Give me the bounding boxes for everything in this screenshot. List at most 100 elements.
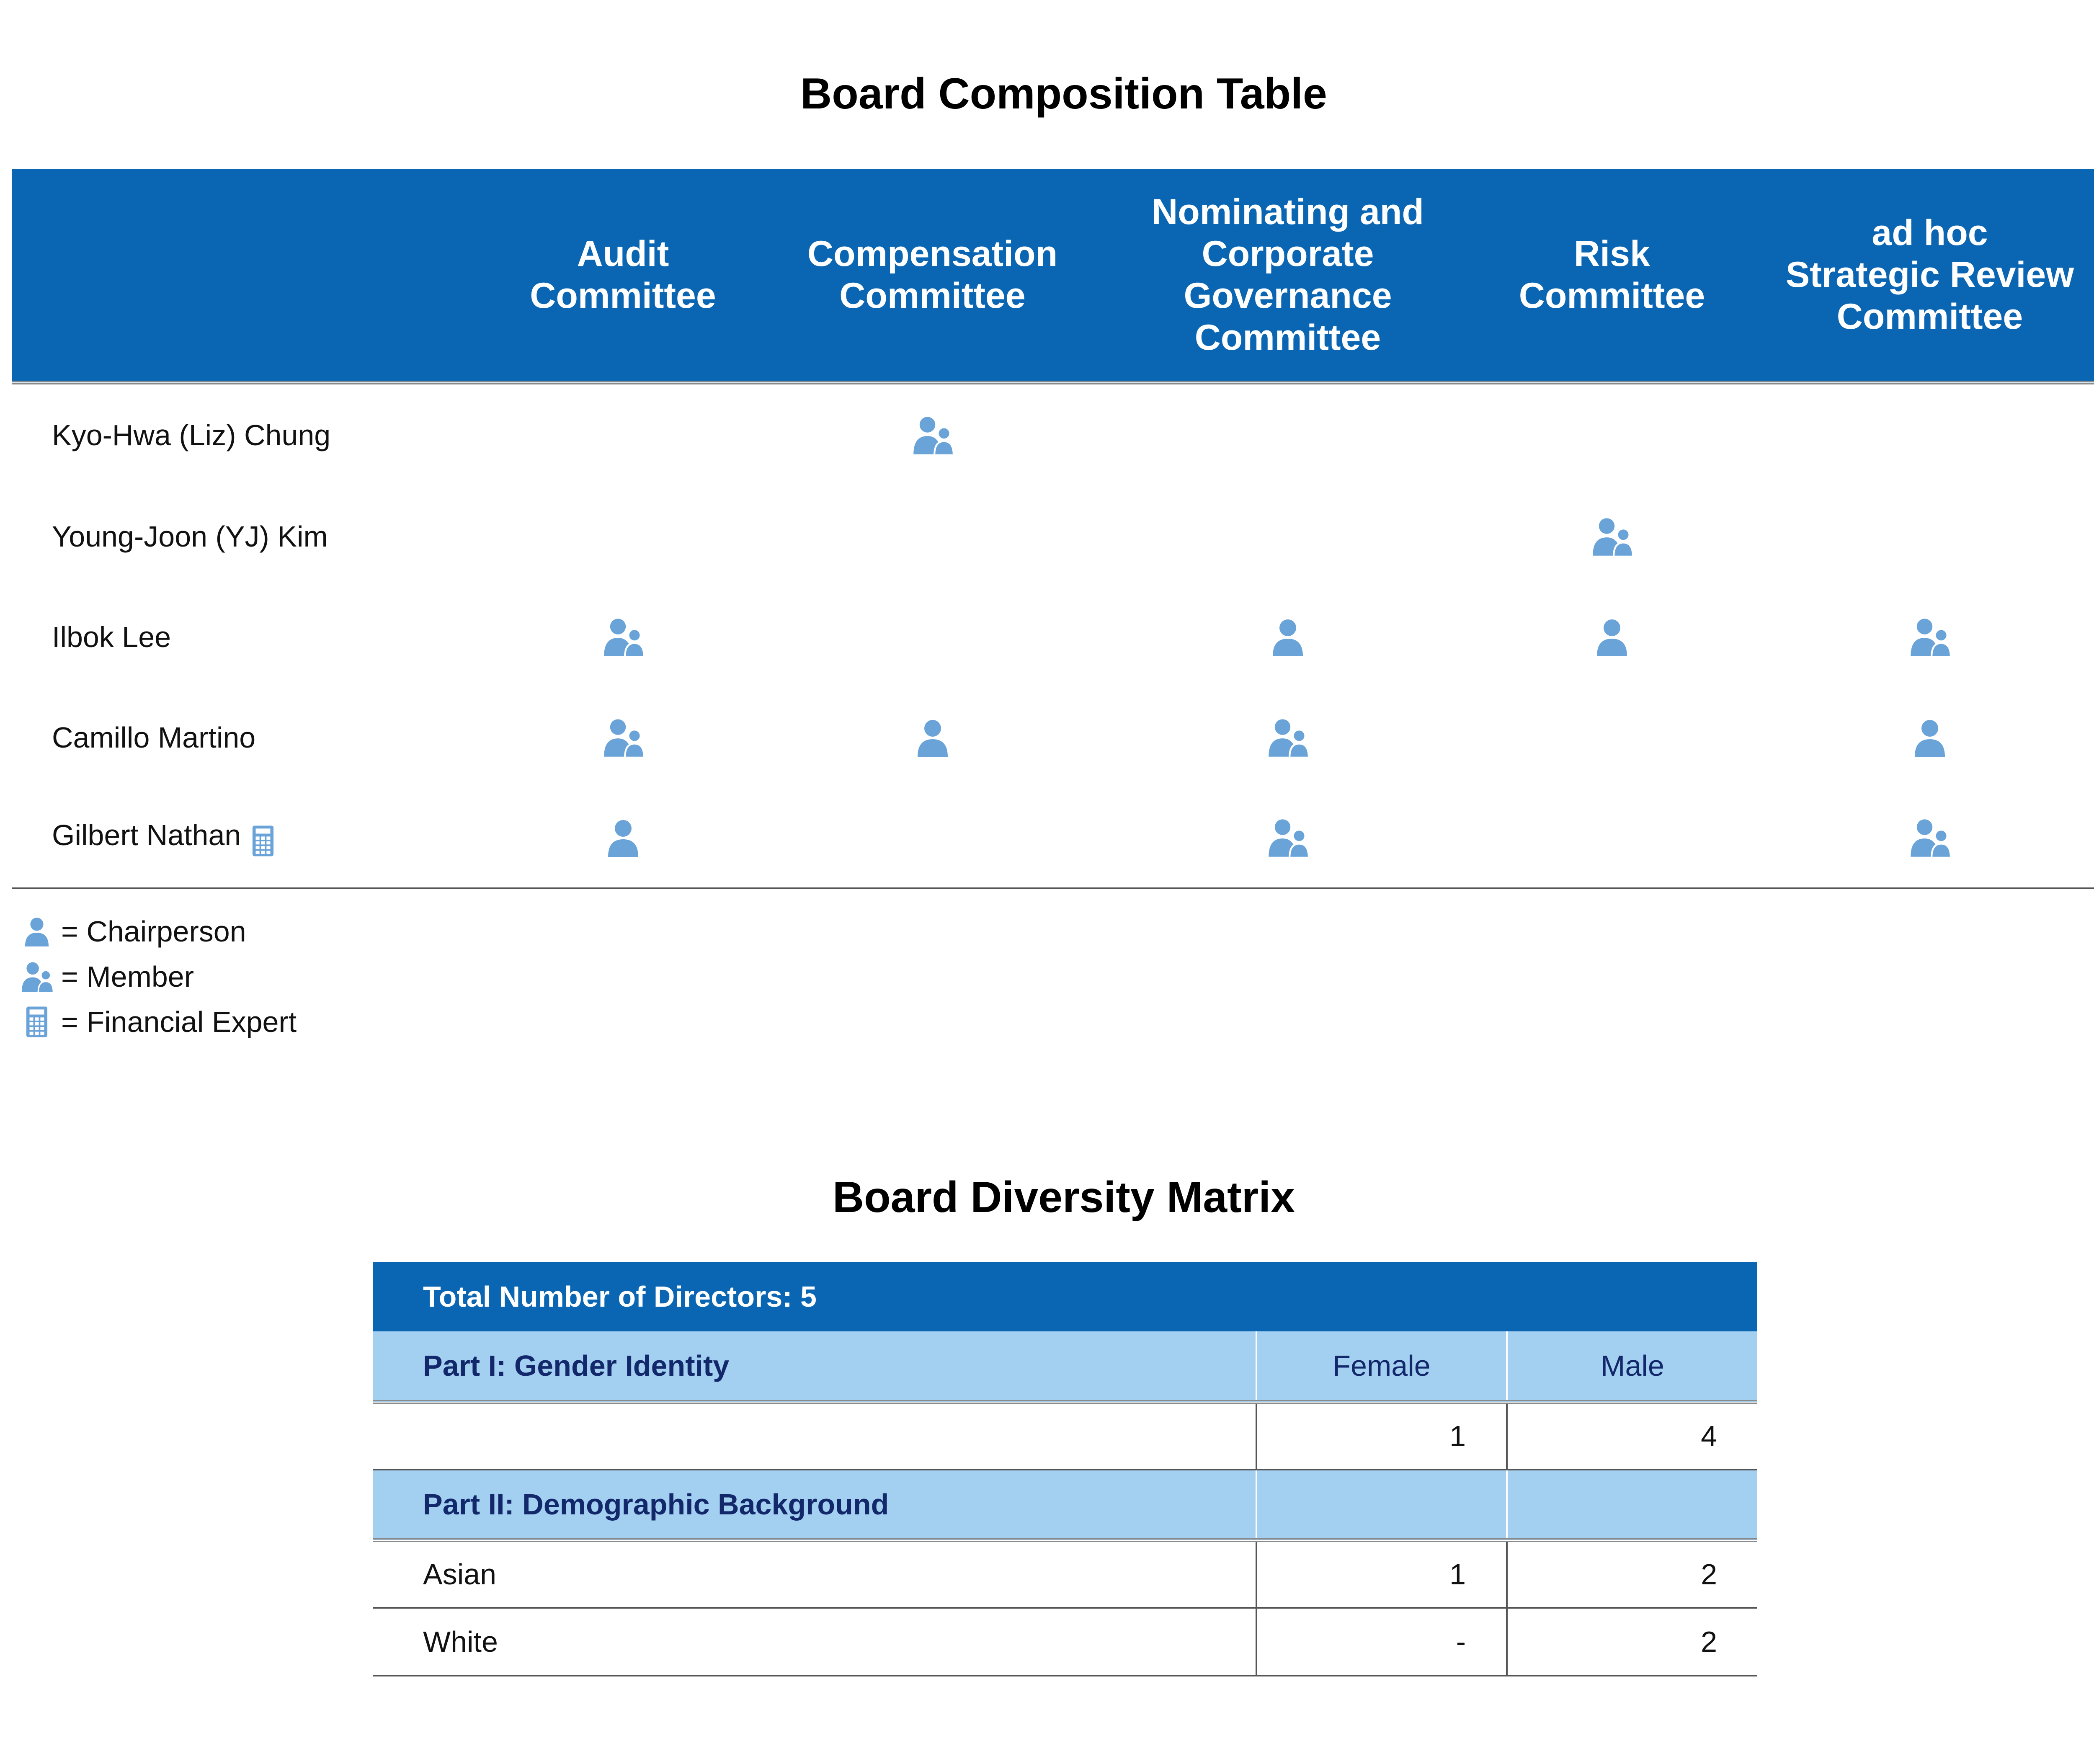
director-name-cell: Young-Joon (YJ) Kim [12,486,474,587]
director-name: Young-Joon (YJ) Kim [52,520,328,553]
legend-expert: = Financial Expert [15,999,297,1044]
people-icon [601,719,645,758]
header-line: Strategic Review [1785,254,2074,295]
demographic-label: Asian [373,1540,1256,1609]
role-cell-adhoc [1741,486,2094,587]
people-icon [1908,619,1952,658]
part1-header-row: Part I: Gender Identity Female Male [373,1331,1758,1404]
person-icon [1267,619,1309,656]
part2-label: Part II: Demographic Background [373,1470,1256,1542]
person-icon [15,915,59,948]
demographic-female-count: - [1256,1608,1507,1676]
header-line: Audit [577,233,669,274]
legend-member-label: = Member [61,960,194,993]
header-blank [12,169,474,382]
calculator-icon [15,1006,59,1038]
role-cell-adhoc [1741,687,2094,788]
role-cell-adhoc [1741,382,2094,486]
total-directors-row: Total Number of Directors: 5 [373,1262,1758,1331]
role-cell-risk [1483,486,1741,587]
director-name-cell: Camillo Martino [12,687,474,788]
part2-header-row: Part II: Demographic Background [373,1470,1758,1542]
demographic-male-count: 2 [1506,1608,1758,1676]
role-cell-compensation [772,382,1093,486]
header-line: Committee [1836,296,2023,337]
role-cell-compensation [772,587,1093,687]
part1-label: Part I: Gender Identity [373,1331,1256,1404]
director-name: Ilbok Lee [52,621,171,653]
role-cell-nominating [1093,587,1483,687]
person-icon [602,820,644,857]
person-icon [1591,619,1633,656]
director-name: Gilbert Nathan [52,819,241,852]
role-cell-risk [1483,382,1741,486]
male-header: Male [1506,1331,1758,1404]
header-line: Compensation [807,233,1058,274]
director-name: Kyo-Hwa (Liz) Chung [52,419,331,452]
role-cell-audit [474,788,772,888]
gender-female-count: 1 [1256,1402,1507,1470]
role-cell-risk [1483,587,1741,687]
director-row: Ilbok Lee [12,587,2094,687]
demographic-row: White - 2 [373,1608,1758,1676]
header-line: Corporate [1202,233,1374,274]
director-row: Kyo-Hwa (Liz) Chung [12,382,2094,486]
role-cell-risk [1483,788,1741,888]
role-cell-adhoc [1741,788,2094,888]
part2-blank-female [1256,1470,1507,1542]
legend-chair-label: = Chairperson [61,915,246,948]
header-line: Risk [1574,233,1650,274]
part2-blank-male [1506,1470,1758,1542]
total-directors-label: Total Number of Directors: 5 [373,1262,1758,1331]
people-icon [911,417,954,456]
demographic-female-count: 1 [1256,1540,1507,1609]
people-icon [1590,518,1634,557]
legend-chair: = Chairperson [15,909,297,954]
people-icon [1908,819,1952,859]
header-line: Nominating and [1152,191,1424,232]
demographic-row: Asian 1 2 [373,1540,1758,1609]
role-cell-adhoc [1741,587,2094,687]
demographic-male-count: 2 [1506,1540,1758,1609]
header-line: Committee [839,275,1026,316]
header-line: Governance [1184,275,1392,316]
role-cell-compensation [772,687,1093,788]
role-cell-nominating [1093,687,1483,788]
director-row: Gilbert Nathan [12,788,2094,888]
people-icon [601,619,645,658]
diversity-title: Board Diversity Matrix [833,1173,1295,1222]
header-line: Committee [1194,317,1381,358]
director-name-cell: Gilbert Nathan [12,788,474,888]
role-cell-compensation [772,486,1093,587]
legend: = Chairperson = Member = Financial Exper… [15,909,297,1044]
director-name-cell: Ilbok Lee [12,587,474,687]
role-cell-audit [474,687,772,788]
person-icon [912,720,954,757]
role-cell-nominating [1093,382,1483,486]
person-icon [1909,720,1951,757]
board-diversity-matrix: Total Number of Directors: 5 Part I: Gen… [373,1262,1758,1676]
director-name-cell: Kyo-Hwa (Liz) Chung [12,382,474,486]
director-row: Camillo Martino [12,687,2094,788]
role-cell-compensation [772,788,1093,888]
people-icon [1266,819,1310,859]
female-header: Female [1256,1331,1507,1404]
header-line: Committee [530,275,716,316]
role-cell-audit [474,382,772,486]
role-cell-audit [474,587,772,687]
role-cell-nominating [1093,486,1483,587]
demographic-label: White [373,1608,1256,1676]
role-cell-audit [474,486,772,587]
people-icon [15,959,59,994]
gender-row-label [373,1402,1256,1470]
role-cell-risk [1483,687,1741,788]
calculator-icon [252,822,274,856]
gender-row: 1 4 [373,1402,1758,1470]
